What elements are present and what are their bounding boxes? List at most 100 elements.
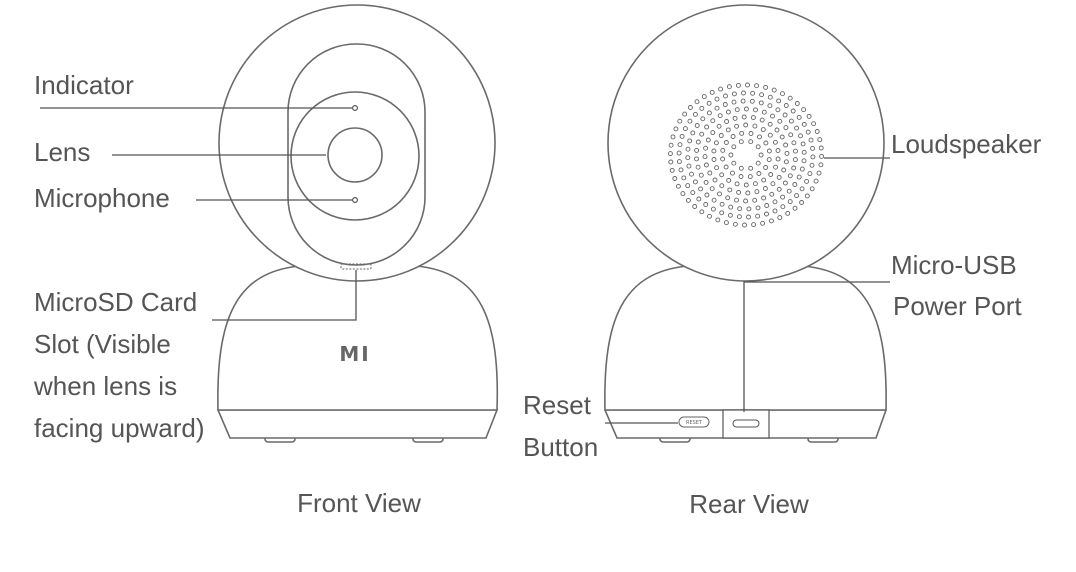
speaker-hole bbox=[772, 139, 778, 145]
speaker-hole bbox=[682, 126, 688, 132]
speaker-hole bbox=[687, 105, 693, 110]
indicator-label: Indicator bbox=[34, 70, 134, 100]
speaker-hole bbox=[745, 190, 751, 196]
speaker-hole bbox=[668, 142, 674, 148]
speaker-hole bbox=[732, 221, 738, 227]
speaker-hole bbox=[755, 144, 761, 150]
speaker-hole bbox=[686, 163, 692, 169]
speaker-hole bbox=[679, 133, 685, 139]
speaker-hole bbox=[782, 180, 788, 186]
speaker-hole bbox=[780, 91, 785, 97]
speaker-hole bbox=[743, 106, 749, 112]
speaker-hole bbox=[755, 160, 761, 166]
speaker-hole bbox=[816, 170, 822, 176]
speaker-hole bbox=[738, 139, 744, 145]
speaker-hole bbox=[775, 148, 781, 153]
speaker-hole bbox=[701, 94, 707, 100]
speaker-hole bbox=[731, 160, 737, 166]
speaker-hole bbox=[725, 127, 731, 133]
speaker-hole bbox=[681, 175, 687, 181]
speaker-hole bbox=[730, 134, 736, 139]
speaker-hole bbox=[819, 153, 825, 159]
mi-logo: MI bbox=[339, 342, 370, 366]
speaker-hole bbox=[672, 176, 678, 181]
speaker-hole bbox=[761, 109, 767, 115]
speaker-hole bbox=[801, 121, 807, 127]
speaker-hole bbox=[801, 158, 807, 164]
speaker-hole bbox=[741, 90, 746, 96]
speaker-hole bbox=[799, 186, 805, 192]
speaker-hole bbox=[699, 209, 705, 215]
rear-view-caption: Rear View bbox=[689, 489, 809, 519]
speaker-hole bbox=[794, 125, 800, 131]
speaker-hole bbox=[809, 162, 815, 168]
loudspeaker-label: Loudspeaker bbox=[891, 129, 1042, 159]
speaker-hole bbox=[737, 206, 743, 212]
speaker-hole bbox=[669, 167, 675, 173]
speaker-hole bbox=[790, 108, 796, 114]
speaker-hole bbox=[766, 157, 772, 163]
speaker-hole bbox=[781, 167, 787, 173]
speaker-hole bbox=[787, 199, 793, 205]
speaker-hole bbox=[780, 194, 786, 200]
speaker-hole bbox=[761, 177, 767, 183]
speaker-hole bbox=[715, 217, 721, 223]
speaker-hole bbox=[792, 182, 798, 187]
speaker-hole bbox=[748, 139, 754, 145]
speaker-hole bbox=[773, 164, 779, 170]
speaker-hole bbox=[796, 174, 802, 180]
speaker-hole bbox=[703, 145, 709, 151]
speaker-hole bbox=[710, 118, 716, 124]
indicator-icon bbox=[352, 104, 359, 111]
speaker-hole bbox=[758, 152, 764, 158]
speaker-hole bbox=[783, 159, 789, 165]
speaker-hole bbox=[734, 123, 740, 129]
speaker-hole bbox=[811, 121, 817, 127]
speaker-hole bbox=[678, 167, 684, 173]
rear-camera: RESET bbox=[603, 4, 888, 443]
speaker-hole bbox=[769, 191, 775, 197]
speaker-hole bbox=[685, 155, 691, 161]
speaker-hole bbox=[717, 191, 722, 197]
speaker-hole bbox=[706, 110, 712, 116]
speaker-hole bbox=[668, 159, 674, 165]
speaker-hole bbox=[817, 137, 823, 143]
speaker-hole bbox=[724, 119, 730, 124]
speaker-hole bbox=[720, 147, 726, 153]
speaker-hole bbox=[818, 145, 824, 151]
speaker-hole bbox=[711, 148, 717, 154]
speaker-hole bbox=[757, 134, 762, 140]
speaker-hole bbox=[804, 178, 810, 184]
speaker-hole bbox=[705, 137, 711, 143]
speaker-hole bbox=[703, 202, 709, 207]
speaker-hole bbox=[727, 212, 733, 218]
speaker-hole bbox=[770, 113, 775, 119]
speaker-hole bbox=[785, 210, 791, 216]
speaker-hole bbox=[709, 186, 715, 192]
speaker-hole bbox=[685, 197, 691, 203]
speaker-hole bbox=[768, 218, 774, 224]
speaker-hole bbox=[680, 191, 686, 197]
speaker-hole bbox=[707, 213, 712, 219]
speaker-hole bbox=[770, 181, 776, 187]
microsd-slot-icon bbox=[340, 263, 372, 270]
reset-button[interactable] bbox=[678, 416, 710, 428]
speaker-hole bbox=[777, 118, 783, 124]
speaker-hole bbox=[798, 133, 803, 139]
speaker-hole bbox=[728, 204, 734, 210]
speaker-hole bbox=[786, 188, 792, 194]
speaker-hole bbox=[751, 222, 757, 228]
speaker-hole bbox=[700, 116, 706, 122]
speaker-hole bbox=[689, 171, 694, 177]
speaker-hole bbox=[738, 174, 744, 179]
speaker-hole bbox=[690, 130, 696, 136]
speaker-hole bbox=[742, 222, 747, 228]
speaker-hole bbox=[682, 111, 688, 117]
speaker-hole bbox=[719, 183, 725, 189]
speaker-hole bbox=[777, 215, 783, 221]
front-base-band bbox=[216, 409, 499, 439]
speaker-hole bbox=[813, 178, 819, 184]
speaker-hole bbox=[788, 118, 794, 124]
speaker-hole bbox=[703, 162, 709, 168]
